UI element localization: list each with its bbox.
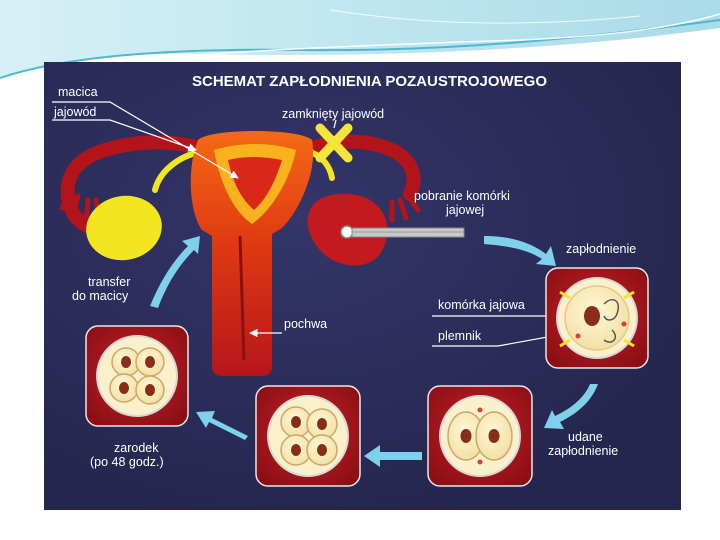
curved-arrow-icon bbox=[150, 236, 200, 308]
label-komorka-jajowa: komórka jajowa bbox=[438, 298, 525, 312]
ovary-left bbox=[86, 195, 162, 261]
label-transfer-line1: transfer bbox=[88, 275, 130, 289]
four-cell-box bbox=[255, 385, 361, 487]
uterus-illustration bbox=[59, 131, 465, 376]
label-udane-line2: zapłodnienie bbox=[548, 444, 618, 458]
diagram-title: SCHEMAT ZAPŁODNIENIA POZAUSTROJOWEGO bbox=[192, 73, 547, 90]
curved-arrow-icon bbox=[544, 384, 598, 429]
fertilization-box bbox=[545, 267, 649, 369]
curved-arrow-icon bbox=[484, 236, 556, 266]
label-jajowod: jajowód bbox=[53, 105, 96, 119]
label-transfer-line2: do macicy bbox=[72, 289, 129, 303]
curved-arrow-icon bbox=[364, 445, 422, 467]
label-zarodek-line1: zarodek bbox=[114, 441, 159, 455]
label-zamkniety-jajowod: zamknięty jajowód bbox=[282, 107, 384, 121]
label-pochwa: pochwa bbox=[284, 317, 327, 331]
process-arrows bbox=[150, 236, 598, 467]
two-cell-box bbox=[427, 385, 533, 487]
label-pobranie-line1: pobranie komórki bbox=[414, 189, 510, 203]
curved-arrow-icon bbox=[196, 411, 248, 440]
label-pobranie-line2: jajowej bbox=[445, 203, 484, 217]
embryo-box bbox=[85, 325, 189, 427]
label-plemnik: plemnik bbox=[438, 329, 482, 343]
label-udane-line1: udane bbox=[568, 430, 603, 444]
cross-icon bbox=[315, 123, 353, 163]
label-zaplodnienie: zapłodnienie bbox=[566, 242, 636, 256]
label-macica: macica bbox=[58, 85, 98, 99]
header-swoosh bbox=[0, 0, 720, 79]
label-zarodek-line2: (po 48 godz.) bbox=[90, 455, 164, 469]
